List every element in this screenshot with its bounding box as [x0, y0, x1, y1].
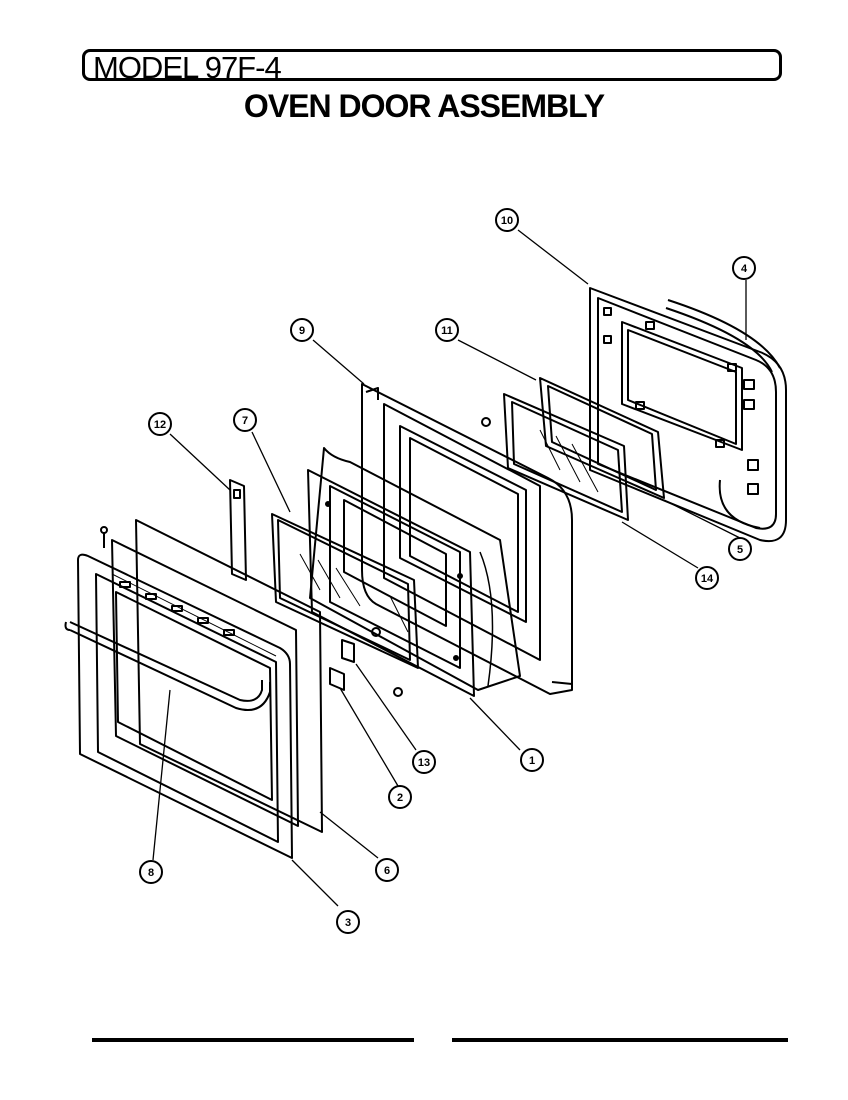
svg-text:4: 4: [741, 263, 748, 275]
page-title: OVEN DOOR ASSEMBLY: [243, 88, 605, 124]
callout-3: 3: [336, 910, 360, 934]
callout-6: 6: [375, 858, 399, 882]
callout-13: 13: [412, 750, 436, 774]
part-door-glass: [271, 513, 419, 669]
svg-text:10: 10: [501, 215, 513, 227]
svg-text:5: 5: [737, 544, 743, 556]
svg-text:3: 3: [345, 917, 351, 929]
svg-text:6: 6: [384, 865, 390, 877]
callout-1: 1: [520, 748, 544, 772]
model-label: MODEL 97F-4: [93, 50, 282, 85]
part-inner-glass: [481, 393, 629, 521]
svg-text:11: 11: [441, 325, 453, 337]
callout-8: 8: [139, 860, 163, 884]
callout-9: 9: [290, 318, 314, 342]
part-gasket-frame: [539, 377, 665, 499]
part-insulation-panel: [111, 519, 323, 833]
svg-text:7: 7: [242, 415, 248, 427]
callout-12: 12: [148, 412, 172, 436]
svg-text:1: 1: [529, 755, 535, 767]
svg-text:13: 13: [418, 757, 430, 769]
callout-11: 11: [435, 318, 459, 342]
callouts: 10 4 9 11 12 7 5 14: [139, 208, 756, 934]
part-door-handle: [64, 621, 271, 711]
footer-rule-right: [452, 1038, 788, 1042]
part-outer-frame: [77, 526, 293, 859]
callout-2: 2: [388, 785, 412, 809]
part-back-panel: [589, 287, 787, 542]
svg-text:2: 2: [397, 792, 403, 804]
leader-lines: [152, 229, 747, 907]
part-side-bracket: [229, 479, 247, 581]
part-hinge-bracket: [329, 627, 381, 691]
callout-5: 5: [728, 537, 752, 561]
footer-rule-left: [92, 1038, 414, 1042]
model-banner: MODEL 97F-4: [82, 49, 782, 85]
svg-text:9: 9: [299, 325, 305, 337]
callout-14: 14: [695, 566, 719, 590]
svg-text:12: 12: [154, 419, 166, 431]
callout-7: 7: [233, 408, 257, 432]
svg-text:14: 14: [701, 573, 714, 585]
callout-4: 4: [732, 256, 756, 280]
svg-text:8: 8: [148, 867, 154, 879]
part-inner-panel: [307, 447, 521, 697]
callout-10: 10: [495, 208, 519, 232]
